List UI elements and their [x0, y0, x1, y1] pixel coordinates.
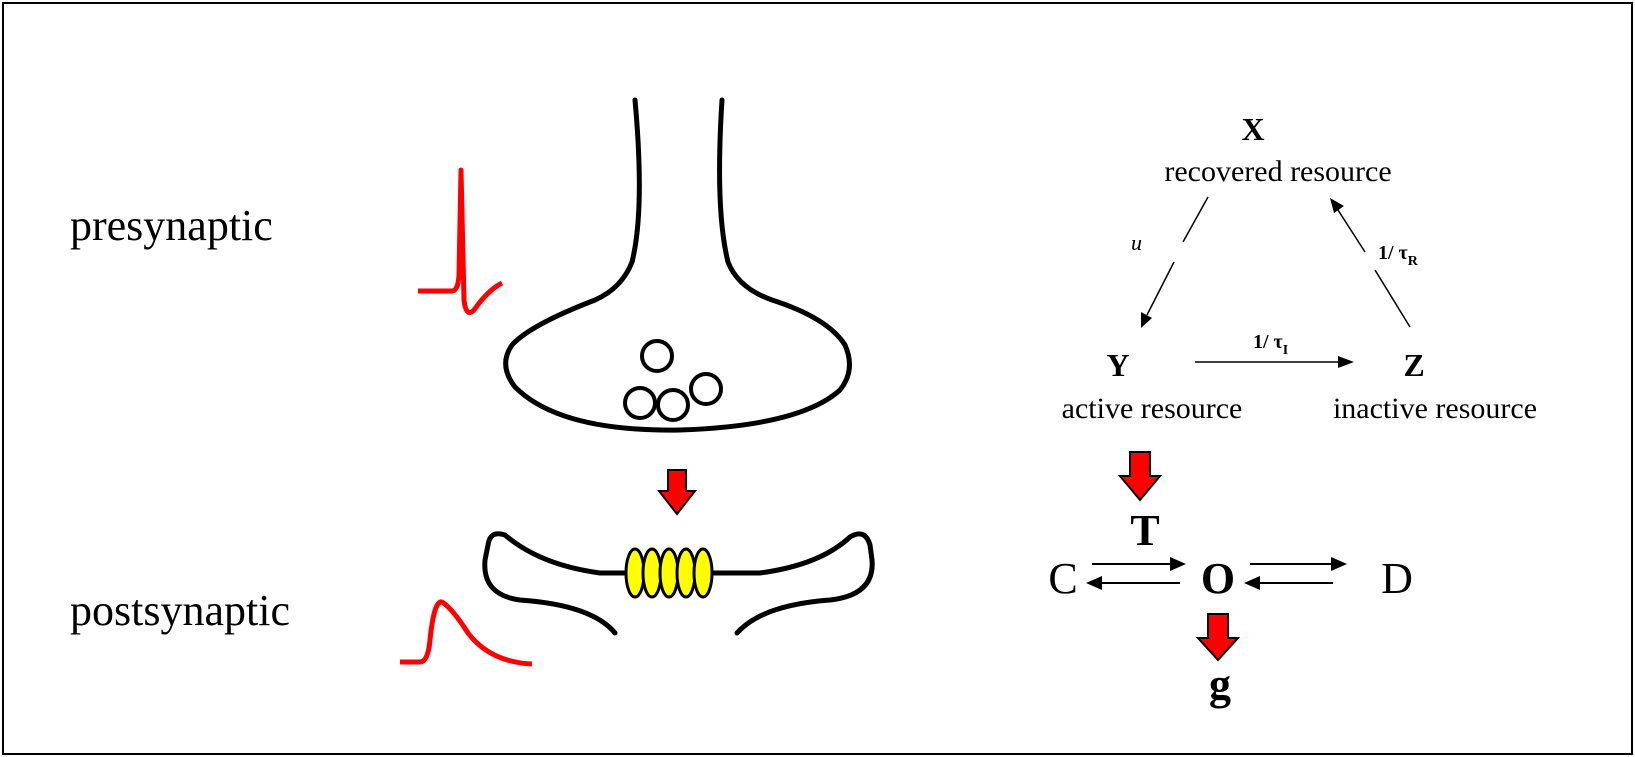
rate-u-label: u [1131, 230, 1142, 255]
receptor-subunit [643, 549, 661, 597]
node-x-desc: recovered resource [1164, 155, 1391, 188]
receptor-channel [626, 549, 712, 597]
vesicle [691, 374, 721, 404]
receptor-subunit [660, 549, 678, 597]
receptor-subunit [626, 549, 644, 597]
node-x-symbol: X [1241, 111, 1264, 147]
vesicle [625, 388, 655, 418]
postsynaptic-label: postsynaptic [70, 586, 290, 635]
state-c-label: C [1048, 554, 1077, 603]
vesicle [658, 390, 688, 420]
node-y-symbol: Y [1106, 347, 1129, 383]
node-y-desc: active resource [1062, 392, 1243, 425]
receptor-subunit [677, 549, 695, 597]
conductance-g-label: g [1209, 660, 1231, 709]
figure-frame [3, 3, 1632, 754]
receptor-subunit [694, 549, 712, 597]
node-z-symbol: Z [1403, 347, 1424, 383]
transmitter-t-label: T [1130, 506, 1159, 555]
presynaptic-label: presynaptic [70, 201, 273, 250]
node-z-desc: inactive resource [1333, 392, 1537, 425]
vesicle [642, 341, 672, 371]
state-d-label: D [1381, 554, 1413, 603]
state-o-label: O [1201, 554, 1235, 603]
